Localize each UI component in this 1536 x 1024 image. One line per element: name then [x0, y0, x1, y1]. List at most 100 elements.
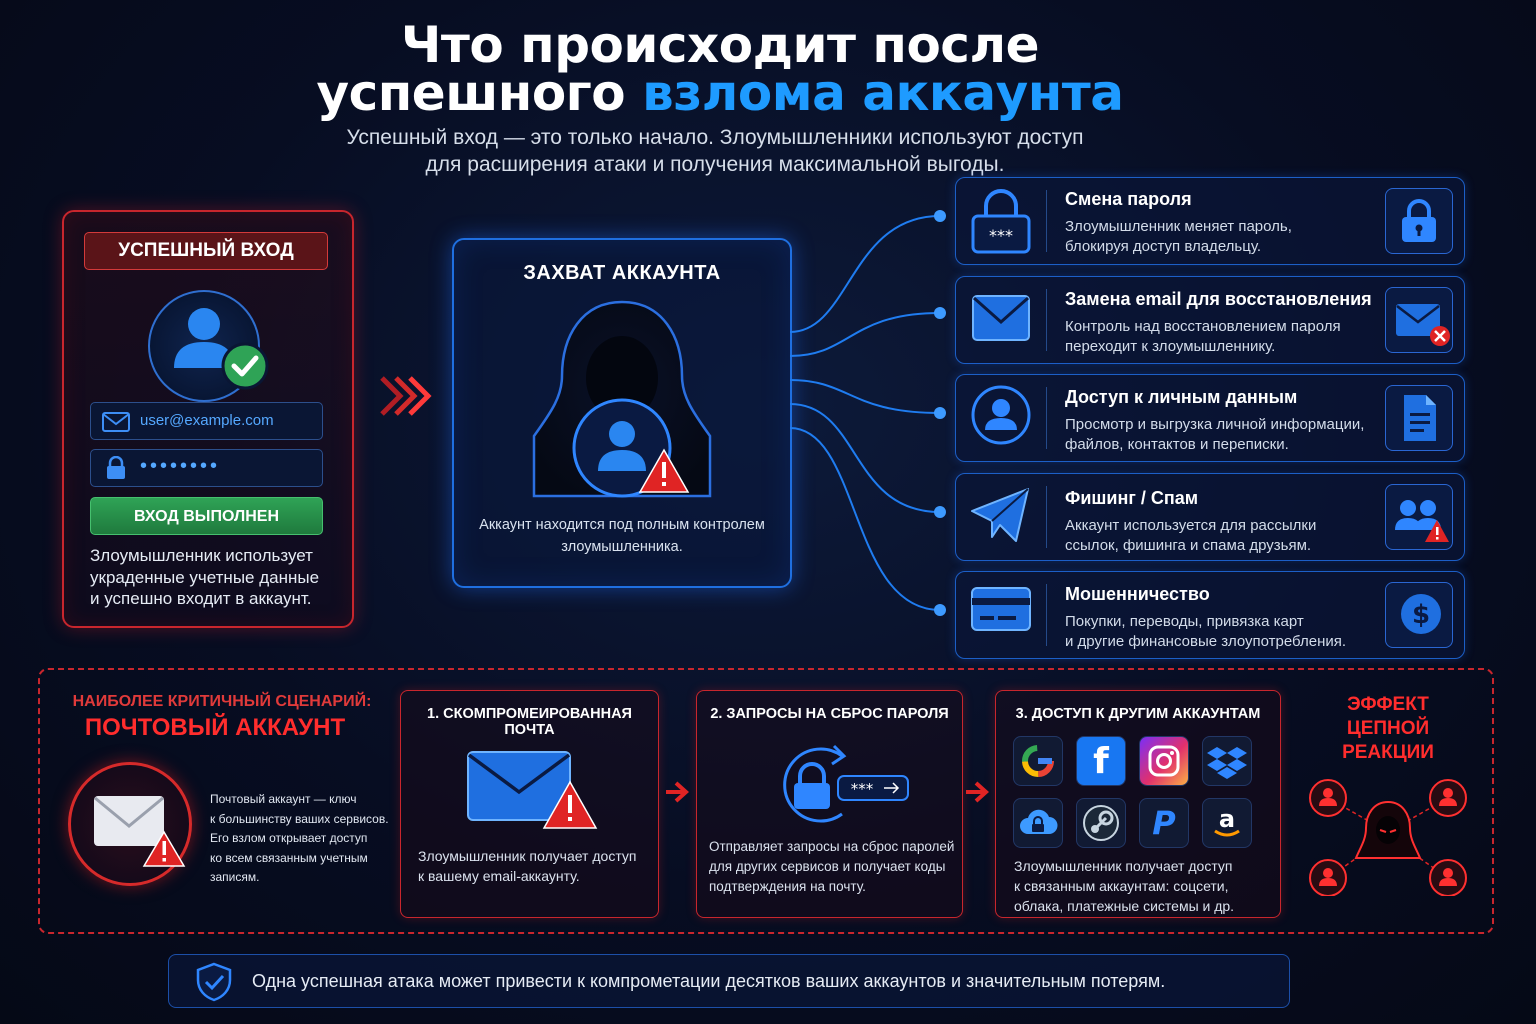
takeover-title: ЗАХВАТ АККАУНТА: [523, 262, 721, 284]
subtitle-line2: для расширения атаки и получения максима…: [425, 153, 1005, 176]
email-value: user@example.com: [140, 412, 274, 429]
card-divider: [1046, 387, 1047, 449]
step-title: 1. СКОМПРОМЕИРОВАННАЯ ПОЧТА: [427, 706, 632, 738]
shield-check-icon: [196, 962, 232, 1002]
user-circle-icon: [971, 385, 1031, 445]
envelope-icon: [102, 412, 130, 432]
icloud-icon: [1013, 798, 1063, 848]
crit-desc-line: Его взлом открывает доступ: [210, 831, 368, 845]
arrow-right-icon: [666, 781, 689, 803]
envelope-error-icon: [1396, 304, 1450, 346]
critical-scenario-section: [38, 668, 1494, 934]
step-desc-line: Злоумышленник получает доступ: [418, 848, 637, 864]
page-title-line1: Что происходит после: [401, 16, 1039, 74]
step-desc-line: Злоумышленник получает доступ: [1014, 858, 1233, 874]
card-desc-line: блокируя доступ владельцу.: [1065, 237, 1261, 255]
users-warning-icon: [1395, 500, 1449, 542]
card-desc-line: файлов, контактов и переписки.: [1065, 435, 1289, 453]
card-desc: Контроль над восстановлением пароля пере…: [1065, 317, 1341, 356]
login-desc-line: и успешно входит в аккаунт.: [90, 589, 312, 608]
login-done-button[interactable]: ВХОД ВЫПОЛНЕН: [90, 497, 323, 535]
password-reset-icon: ***: [783, 744, 909, 823]
card-title: Мошенничество: [1065, 584, 1210, 604]
card-desc-line: и другие финансовые злоупотребления.: [1065, 632, 1347, 650]
card-desc: Покупки, переводы, привязка карт и други…: [1065, 612, 1346, 651]
consequence-card-password: [955, 177, 1465, 265]
step-title: 2. ЗАПРОСЫ НА СБРОС ПАРОЛЯ: [710, 706, 949, 722]
arrow-right-icon: [966, 781, 989, 803]
credit-card-icon: [971, 587, 1031, 631]
login-description: Злоумышленник использует украденные учет…: [90, 545, 340, 610]
critical-label: НАИБОЛЕЕ КРИТИЧНЫЙ СЦЕНАРИЙ:: [72, 693, 372, 710]
title-accent: взлома аккаунта: [642, 64, 1124, 122]
step-desc-line: Отправляет запросы на сброс паролей: [709, 839, 955, 854]
card-desc-line: ссылок, фишинга и спама друзьям.: [1065, 536, 1312, 554]
card-desc-line: переходит к злоумышленнику.: [1065, 337, 1276, 355]
svg-text:$: $: [1412, 600, 1430, 630]
facebook-icon: f: [1076, 736, 1126, 786]
dropbox-icon: [1202, 736, 1252, 786]
critical-title: ПОЧТОВЫЙ АККАУНТ: [84, 714, 346, 741]
envelope-warning-icon: [467, 751, 598, 829]
card-divider: [1046, 190, 1047, 252]
card-title: Доступ к личным данным: [1065, 387, 1298, 407]
consequence-card-phishing: [955, 473, 1465, 561]
footer-banner: [168, 954, 1290, 1008]
padlock-icon: [107, 456, 125, 479]
step-description: Злоумышленник получает доступ к связанны…: [1014, 856, 1274, 916]
page-subtitle: Успешный вход — это только начало. Злоум…: [0, 124, 1430, 178]
reset-code-mask: ***: [851, 780, 874, 798]
critical-description: Почтовый аккаунт — ключ к большинству ва…: [210, 790, 400, 888]
card-title: Фишинг / Спам: [1065, 488, 1199, 508]
crit-desc-line: Почтовый аккаунт — ключ: [210, 792, 357, 806]
connector-lines: [790, 210, 946, 616]
step-desc-line: к связанным аккаунтам: соцсети,: [1014, 878, 1229, 894]
step-desc-line: подтверждения на почту.: [709, 879, 866, 894]
takeover-desc-line: Аккаунт находится под полным контролем: [479, 517, 765, 533]
crit-desc-line: ко всем связанным учетным: [210, 850, 368, 865]
envelope-warning-icon: [94, 796, 186, 867]
dollar-icon: $: [1401, 594, 1441, 634]
card-desc-line: Злоумышленник меняет пароль,: [1065, 218, 1292, 235]
login-desc-line: Злоумышленник использует: [90, 546, 313, 565]
crit-desc-line: к большинству ваших сервисов.: [210, 811, 389, 826]
step-desc-line: к вашему email-аккаунту.: [418, 868, 580, 884]
card-title: Смена пароля: [1065, 189, 1192, 209]
paper-plane-icon: [971, 488, 1029, 542]
card-desc-line: Контроль над восстановлением пароля: [1065, 318, 1341, 335]
title-plain: успешного: [316, 64, 643, 122]
chain-reaction-title: ЭФФЕКТ ЦЕПНОЙ РЕАКЦИИ: [1318, 693, 1458, 765]
password-value: ••••••••: [140, 455, 221, 477]
card-desc: Аккаунт используется для рассылки ссылок…: [1065, 516, 1316, 555]
svg-text:***: ***: [989, 226, 1013, 245]
subtitle-line1: Успешный вход — это только начало. Злоум…: [346, 126, 1084, 149]
footer-text: Одна успешная атака может привести к ком…: [252, 971, 1166, 991]
padlock-password-icon: ***: [971, 189, 1031, 254]
consequence-card-personal-data: [955, 374, 1465, 462]
login-success-badge: УСПЕШНЫЙ ВХОД: [84, 232, 328, 270]
envelope-icon: [972, 295, 1030, 341]
card-divider: [1046, 289, 1047, 351]
chevrons-right-icon: [380, 376, 432, 416]
step-title: 3. ДОСТУП К ДРУГИМ АККАУНТАМ: [1015, 706, 1261, 722]
takeover-description: Аккаунт находится под полным контролем з…: [452, 514, 792, 558]
instagram-icon: [1139, 736, 1189, 786]
hooded-hacker-icon: [532, 300, 712, 498]
amazon-icon: a: [1202, 798, 1252, 848]
login-desc-line: украденные учетные данные: [90, 567, 320, 587]
step-desc-line: облака, платежные системы и др.: [1014, 898, 1235, 914]
lock-icon: [1402, 199, 1436, 242]
password-field[interactable]: [90, 449, 323, 487]
google-icon: [1013, 736, 1063, 786]
step-description: Злоумышленник получает доступ к вашему e…: [418, 846, 654, 886]
step-desc-line: для других сервисов и получает коды: [709, 859, 946, 874]
card-desc: Просмотр и выгрузка личной информации, ф…: [1065, 415, 1364, 454]
page-title-line2: успешного взлома аккаунта: [0, 64, 1440, 122]
step-description: Отправляет запросы на сброс паролей для …: [709, 837, 959, 897]
paypal-icon: P: [1139, 798, 1189, 848]
card-divider: [1046, 486, 1047, 548]
card-divider: [1046, 584, 1047, 646]
crit-desc-line: записям.: [210, 870, 260, 884]
takeover-desc-line: злоумышленника.: [561, 539, 683, 555]
chain-title-line: РЕАКЦИИ: [1342, 742, 1434, 763]
